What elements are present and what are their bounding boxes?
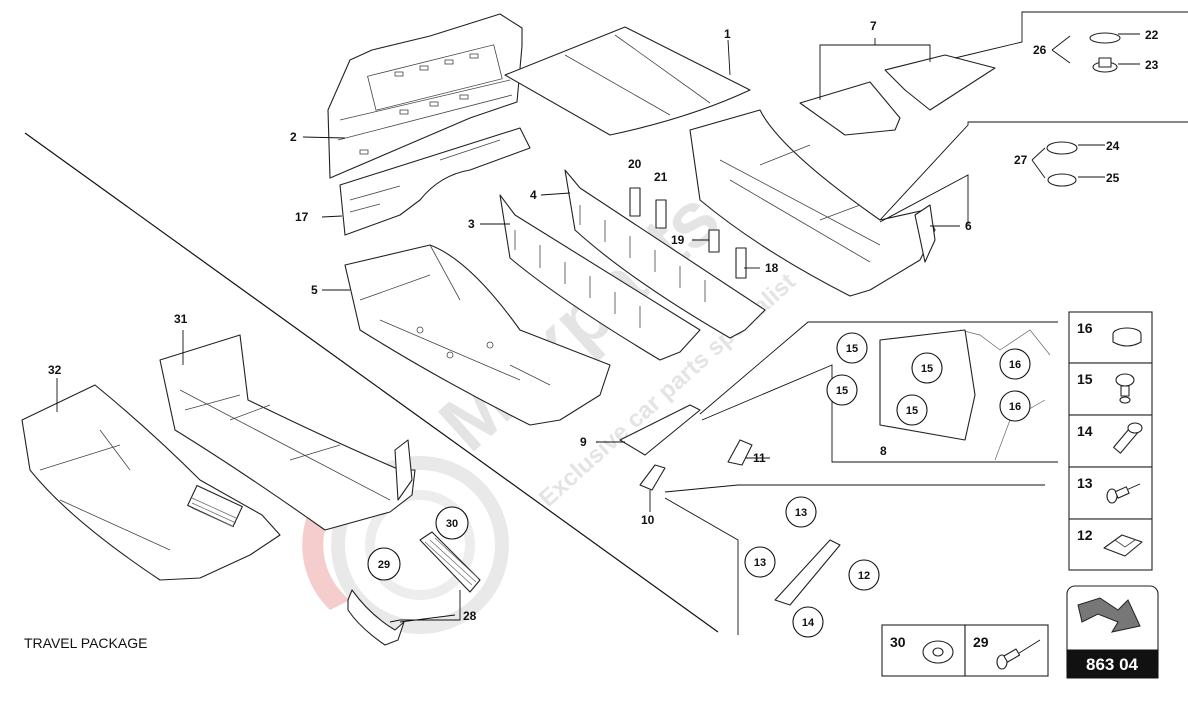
part-20-clip [629,187,641,217]
svg-text:30: 30 [446,518,458,530]
circled-callout-13: 13 [785,496,817,528]
fastener-legend-bottom: 30 29 [881,624,1049,677]
travel-package-separator-line [24,132,719,633]
rivet-icon [1106,483,1141,504]
callout-8: 8 [880,444,887,458]
circled-callout-13: 13 [744,546,776,578]
legend-item-16: 16 [1077,320,1093,336]
callout-20: 20 [628,157,642,171]
circled-callout-15: 15 [826,374,858,406]
callout-26: 26 [1033,43,1047,57]
svg-text:29: 29 [378,559,390,571]
callout-10: 10 [641,513,655,527]
part-4-side-rail [564,169,766,339]
callout-6: 6 [965,219,972,233]
callout-32: 32 [48,363,62,377]
circled-callout-14: 14 [792,606,824,638]
legend-item-13: 13 [1077,475,1093,491]
callout-24: 24 [1106,139,1120,153]
svg-text:12: 12 [858,570,870,582]
svg-text:16: 16 [1009,359,1021,371]
part-2-rear-panel [327,13,523,179]
svg-text:14: 14 [802,617,815,629]
part-11-bracket [727,439,753,466]
callout-leaders [56,33,1140,623]
push-clip-icon [1115,373,1135,404]
callout-2: 2 [290,130,297,144]
circled-callout-15: 15 [836,332,868,364]
callout-17: 17 [295,210,309,224]
part-28-handle-and-mesh [347,531,481,646]
part-5-centre-tray [344,244,611,426]
page-reference-box: 863 04 [1066,585,1159,679]
circled-callout-16: 16 [999,390,1031,422]
part-6-floor-tray [689,109,936,297]
screw-icon [1113,422,1143,454]
part-31-travel-tray [159,334,416,531]
part-9-plate [619,404,701,456]
circled-callout-15: 15 [911,352,943,384]
legend-item-15: 15 [1077,371,1093,387]
inset-parts-12-14 [664,484,1045,635]
circled-callouts: 15 15 15 15 16 16 13 13 12 14 30 29 [367,332,1031,638]
callout-7: 7 [870,19,877,33]
circled-callout-12: 12 [848,559,880,591]
part-18-clip [735,247,747,279]
inset-part-8 [699,321,1058,463]
part-1-cover-sheet [504,26,751,136]
svg-text:15: 15 [836,385,848,397]
callout-23: 23 [1145,58,1159,72]
legend-item-12: 12 [1077,527,1093,543]
svg-text:15: 15 [921,363,933,375]
callout-5: 5 [311,283,318,297]
callout-27: 27 [1014,153,1028,167]
callout-22: 22 [1145,28,1159,42]
callout-31: 31 [174,312,188,326]
part-19-clip [708,229,720,253]
callout-1: 1 [724,27,731,41]
callout-18: 18 [765,261,779,275]
svg-text:13: 13 [795,507,807,519]
arrow-icon [1077,597,1141,633]
svg-text:15: 15 [846,343,858,355]
circled-callout-15: 15 [896,394,928,426]
svg-text:16: 16 [1009,401,1021,413]
part-21-clip [655,199,667,229]
svg-text:15: 15 [906,405,918,417]
part-27-fastener-pair [879,121,1188,225]
fastener-legend-right: 16 15 14 13 12 [1068,311,1153,571]
callout-19: 19 [671,233,685,247]
part-32-travel-floor [21,384,281,581]
part-17-lower-panel [339,127,531,236]
callout-25: 25 [1106,171,1120,185]
callout-28: 28 [463,609,477,623]
footer-text: TRAVEL PACKAGE [24,635,147,651]
circled-callout-30: 30 [435,506,469,540]
washer-icon [922,640,954,664]
clip-nut-icon [1103,534,1143,557]
legend-item-30: 30 [890,634,906,650]
callout-9: 9 [580,435,587,449]
part-10-bracket [639,464,666,491]
callout-4: 4 [530,188,537,202]
circled-callout-29: 29 [367,547,401,581]
part-7-trim-pieces [799,54,996,136]
legend-item-14: 14 [1077,423,1093,439]
part-3-side-rail [499,194,701,361]
callout-11: 11 [753,451,766,465]
grommet-icon [1112,327,1142,347]
callout-labels: 1 2 3 4 5 6 7 8 9 10 11 17 18 19 20 21 2… [48,19,1159,623]
callout-21: 21 [654,170,668,184]
circled-callout-16: 16 [999,348,1031,380]
part-26-fastener-pair [954,11,1188,73]
legend-item-29: 29 [973,634,989,650]
svg-text:13: 13 [754,557,766,569]
blind-rivet-icon [996,639,1041,670]
drawing-code: 863 04 [1086,655,1139,674]
callout-3: 3 [468,217,475,231]
